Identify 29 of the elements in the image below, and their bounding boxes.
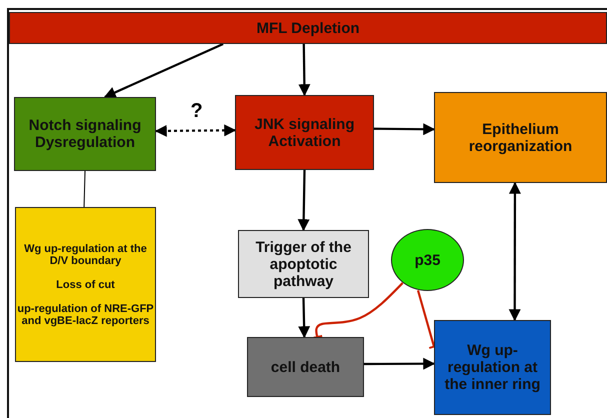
node-text: p35 xyxy=(414,252,440,268)
process-box xyxy=(15,207,156,362)
arrow xyxy=(374,123,436,136)
arrow xyxy=(298,170,310,232)
process-box xyxy=(235,95,374,170)
node-text: Notch signaling Dysregulation xyxy=(28,117,142,151)
node-text: MFL Depletion xyxy=(256,20,360,36)
node-text: Wg up-regulation at the D/V boundary xyxy=(23,242,148,266)
process-box xyxy=(434,320,551,415)
node-text: Loss of cut xyxy=(56,278,115,290)
process-box xyxy=(247,337,364,397)
arrow xyxy=(104,43,224,98)
process-box xyxy=(434,92,607,183)
arrow xyxy=(298,298,310,338)
arrow xyxy=(508,182,521,322)
process-box xyxy=(14,97,156,171)
process-box xyxy=(238,230,369,298)
node-text: JNK signaling Activation xyxy=(253,116,356,150)
inhibition-line xyxy=(311,282,404,340)
connector-line xyxy=(84,170,86,208)
arrow xyxy=(364,358,436,370)
node-text: Trigger of the apoptotic pathway xyxy=(254,238,352,290)
node-text: cell death xyxy=(270,358,340,376)
node-text: Wg up-regulation at the inner ring xyxy=(444,342,542,393)
node-text: Epithelium reorganization xyxy=(468,120,574,154)
arrow xyxy=(298,44,310,96)
node-text: up-regulation of NRE-GFP and vgBE-lacZ reporters xyxy=(16,302,155,326)
banner-box xyxy=(9,12,607,44)
arrow xyxy=(154,124,236,137)
